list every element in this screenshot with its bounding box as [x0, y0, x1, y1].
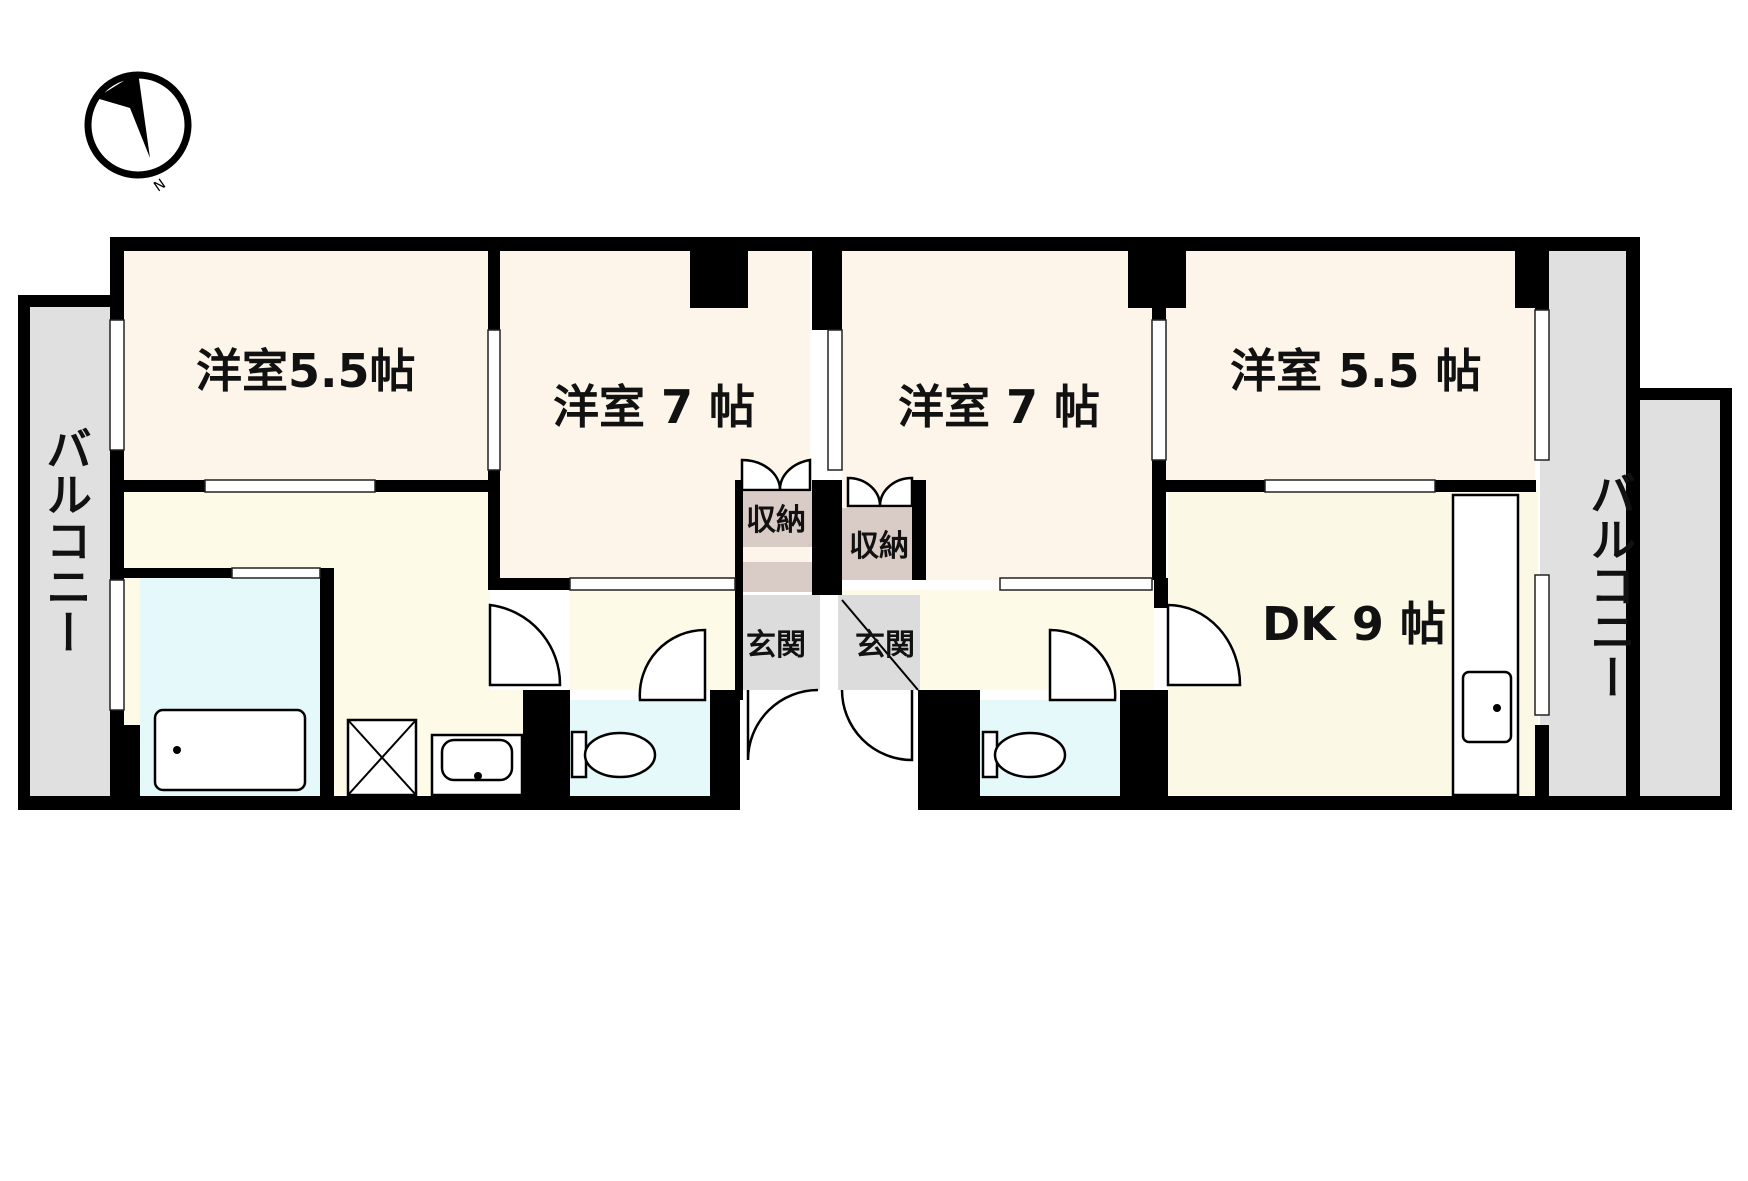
label-western-1: 洋室5.5帖 — [196, 344, 416, 398]
label-storage-2: 収納 — [849, 529, 909, 564]
door-toilet-left — [638, 628, 707, 702]
door-toilet-right — [1048, 628, 1117, 702]
label-western-3: 洋室 7 帖 — [898, 380, 1100, 434]
door-dk — [1166, 603, 1242, 687]
balcony-right — [1540, 250, 1637, 808]
toilet-bowl-right — [981, 730, 1067, 779]
bathtub — [153, 708, 307, 792]
walls — [18, 237, 1732, 810]
door-storage-1 — [740, 458, 812, 492]
door-entrance-left — [746, 688, 819, 761]
window-w4-right — [1534, 309, 1550, 461]
room-western-4 — [1165, 250, 1535, 480]
room-western-1 — [123, 250, 490, 480]
window-w3-right — [1151, 319, 1167, 461]
label-balcony-left: バルコニー — [39, 425, 93, 655]
entrance-1 — [735, 595, 820, 690]
door-storage-2 — [846, 476, 914, 508]
window-w1-left — [109, 319, 125, 451]
kitchen-counter — [1451, 493, 1520, 797]
entrance-diagonal — [841, 599, 919, 691]
label-dk: DK 9 帖 — [1262, 597, 1446, 651]
balcony-left — [18, 295, 115, 808]
window-w1-bottom — [204, 479, 376, 493]
wash-basin — [430, 733, 524, 797]
compass: N — [84, 71, 192, 195]
door-entrance-right — [840, 689, 914, 762]
window-w4-bottom — [1264, 479, 1436, 493]
window-bath-top — [231, 567, 321, 579]
washing-machine-space — [346, 718, 418, 797]
window-dk-right — [1534, 574, 1550, 716]
label-entrance-2: 玄関 — [855, 628, 915, 663]
label-entrance-1: 玄関 — [746, 628, 806, 663]
balcony-right-ext — [1637, 388, 1730, 808]
label-western-2: 洋室 7 帖 — [553, 380, 755, 434]
window-w3-left — [827, 329, 843, 471]
window-w3-bottom — [999, 577, 1153, 591]
door-wash — [488, 603, 562, 687]
label-balcony-right: バルコニー — [1583, 470, 1637, 700]
storage-1 — [742, 492, 812, 547]
label-storage-1: 収納 — [746, 503, 806, 538]
toilet-bowl-left — [570, 730, 657, 779]
compass-needle-icon — [96, 72, 150, 158]
window-w2-left — [487, 329, 501, 471]
window-w2-bottom — [569, 577, 736, 591]
kitchen-sink — [1461, 670, 1513, 744]
compass-north-letter: N — [151, 176, 169, 195]
storage-1b — [742, 562, 812, 592]
window-bath-left — [109, 579, 125, 711]
label-western-4: 洋室 5.5 帖 — [1230, 344, 1482, 398]
storage-2 — [842, 508, 912, 580]
